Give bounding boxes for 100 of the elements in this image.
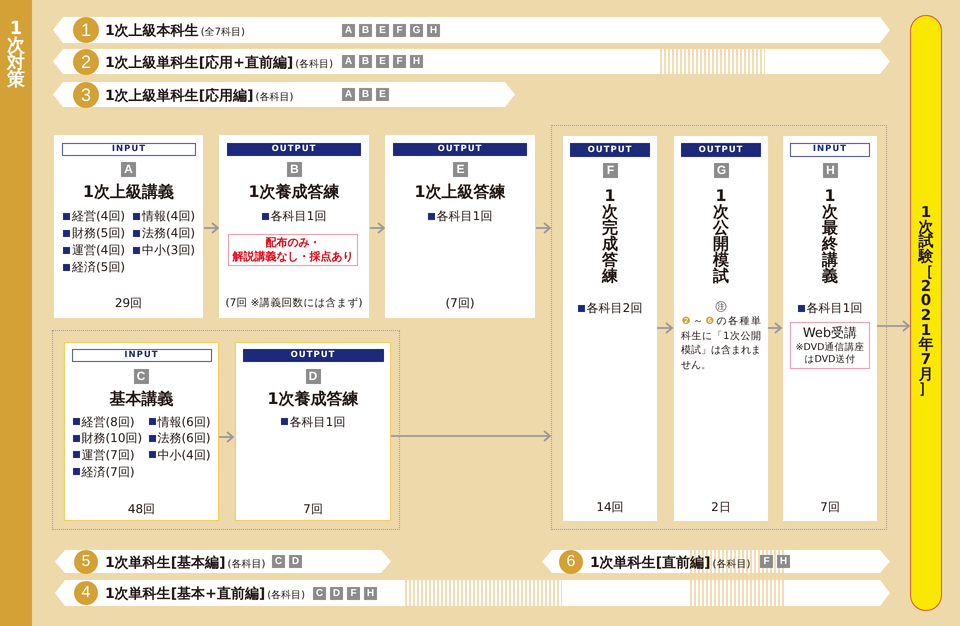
- letter-badge: F: [393, 24, 406, 36]
- banner-note: (各科目): [228, 559, 266, 570]
- course-card: [54, 135, 203, 318]
- list-item: 法務(6回): [158, 430, 210, 446]
- banner-note: (各科目): [295, 59, 334, 70]
- course-banner: [542, 550, 890, 573]
- list-item: 財務(10回): [82, 430, 142, 446]
- list-item: 各科目2回: [586, 300, 642, 316]
- exam-label: 1次試験［2021年7月］: [918, 205, 934, 396]
- session-count: (7回): [446, 295, 474, 311]
- letter-badge: D: [289, 555, 302, 568]
- note-text: Web受講: [802, 325, 858, 342]
- letter-badge: F: [347, 586, 360, 600]
- category-tag: INPUT: [62, 143, 196, 156]
- letter-badge: H: [410, 55, 423, 68]
- letter-badge: A: [342, 55, 355, 68]
- letter-badge: E: [376, 55, 389, 68]
- list-item: 情報(4回): [142, 208, 195, 224]
- letter-badge: C: [272, 555, 285, 568]
- course-banner: [53, 17, 890, 43]
- banner-note: (全7科目): [200, 27, 245, 38]
- letter-badge: G: [410, 24, 423, 36]
- letter-badge: A: [342, 24, 355, 36]
- card-title: 1次上級講義: [82, 182, 174, 202]
- banner-note: (各科目): [267, 590, 306, 601]
- list-item: 中小(4回): [158, 446, 210, 463]
- arrow: [204, 222, 219, 234]
- course-card: [219, 135, 369, 318]
- session-count: 29回: [114, 295, 142, 311]
- letter-badge: C: [313, 586, 326, 600]
- arrow: [391, 430, 551, 442]
- letter-badge: D: [306, 368, 320, 384]
- letter-badge: D: [330, 586, 343, 600]
- letter-badge: E: [376, 88, 389, 101]
- course-banner: [53, 49, 890, 74]
- list-item: 各科目1回: [270, 208, 326, 224]
- session-count: (7回 ※講義回数には含まず): [226, 296, 362, 311]
- card-title: 1次養成答練: [248, 182, 340, 202]
- course-card: [783, 136, 877, 521]
- letter-badge: A: [121, 162, 136, 177]
- letter-badge: B: [287, 162, 302, 177]
- note-text: ❷～❻の各種単科生に「1次公開模試」は含まれません。: [680, 315, 762, 372]
- side-band: [0, 0, 32, 626]
- letter-badge: C: [134, 368, 148, 384]
- list-item: 運営(4回): [72, 242, 125, 258]
- course-banner: [55, 550, 391, 573]
- arrow: [370, 222, 385, 234]
- session-count: 7回: [303, 500, 323, 516]
- list-item: 情報(6回): [158, 414, 210, 430]
- note-text: ※DVD通信講座はDVD送付: [794, 342, 866, 366]
- banner-title: 1次単科生[直前編]: [590, 555, 711, 571]
- banner-note: (各科目): [256, 92, 294, 103]
- category-tag: INPUT: [790, 143, 870, 157]
- letter-badge: H: [427, 24, 440, 36]
- exam-pill: [910, 15, 942, 611]
- category-tag: INPUT: [72, 348, 212, 362]
- list-item: 各科目1回: [806, 300, 862, 316]
- list-item: 経済(7回): [82, 464, 134, 480]
- list-item: 運営(7回): [82, 446, 134, 463]
- list-item: 経済(5回): [72, 259, 125, 275]
- card-title: 基本講義: [110, 388, 174, 408]
- course-card: [385, 135, 535, 318]
- arrow: [657, 322, 673, 334]
- arrow: [536, 222, 551, 234]
- letter-badge: B: [359, 24, 372, 36]
- banner-note: (各科目): [712, 559, 750, 570]
- note-mark: ㊟: [715, 298, 727, 314]
- card-title: 1次最終講義: [822, 188, 838, 284]
- letter-badge: H: [823, 163, 838, 178]
- banner-title: 1次上級本科生: [105, 23, 199, 39]
- session-count: 7回: [820, 499, 840, 515]
- letter-badge: F: [603, 163, 618, 178]
- session-count: 2日: [711, 499, 731, 515]
- list-item: 経営(8回): [82, 414, 134, 430]
- category-tag: OUTPUT: [570, 143, 650, 157]
- letter-badge: B: [359, 88, 372, 101]
- banner-title: 1次上級単科生[応用編]: [105, 88, 254, 104]
- letter-badge: E: [376, 24, 389, 36]
- list-item: 各科目1回: [290, 414, 346, 430]
- letter-badge: F: [760, 555, 773, 568]
- category-tag: OUTPUT: [393, 143, 527, 156]
- category-tag: OUTPUT: [242, 348, 384, 362]
- course-banner: [53, 82, 515, 107]
- letter-badge: B: [359, 55, 372, 68]
- list-item: 財務(5回): [72, 225, 125, 241]
- course-banner: [55, 580, 890, 606]
- letter-badge: H: [364, 586, 377, 600]
- arrow: [768, 322, 782, 334]
- band-label: 1次対策: [7, 20, 25, 88]
- list-item: 法務(4回): [142, 225, 195, 241]
- letter-badge: F: [393, 55, 406, 68]
- course-card: [563, 136, 657, 521]
- list-item: 各科目1回: [436, 208, 492, 224]
- letter-badge: E: [453, 162, 468, 177]
- banner-title: 1次単科生[基本+直前編]: [105, 586, 266, 602]
- arrow: [219, 431, 234, 443]
- note-box: [790, 322, 870, 369]
- list-item: 経営(4回): [72, 208, 125, 224]
- course-card: [235, 342, 391, 521]
- note-text: 配布のみ・解説講義なし・採点あり: [231, 236, 354, 264]
